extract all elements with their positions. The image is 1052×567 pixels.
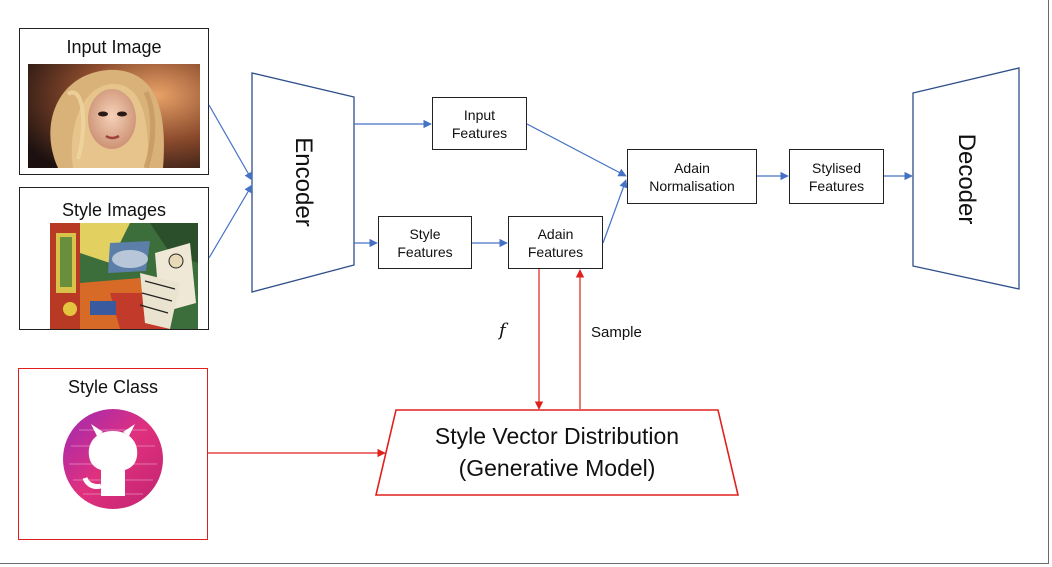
adain-features-label-line1: Adain [537,225,574,242]
input-portrait-image [28,64,200,168]
style-class-title: Style Class [67,377,159,397]
style-images-panel: Style Images [19,187,209,330]
generative-model-label: Style Vector Distribution (Generative Mo… [390,420,724,484]
generative-model-shape [374,409,740,496]
input-image-panel: Input Image [19,28,209,175]
sample-edge-label: Sample [591,324,642,341]
stylised-features-label-line2: Features [808,177,865,194]
decoder-shape [912,67,1020,290]
arrow-input-features-to-normalisation [526,123,627,177]
f-edge-label: f [499,320,506,341]
arrow-style-to-encoder [208,184,253,259]
stylised-features-box: Stylised Features [789,149,884,204]
style-features-label-line1: Style [409,225,441,242]
stylised-features-label-line1: Stylised [811,159,862,176]
github-octocat-word-cloud-image [57,406,169,512]
adain-normalisation-label-line1: Adain [674,159,710,176]
style-features-label-line2: Features [397,243,453,260]
adain-normalisation-label-line2: Normalisation [649,177,735,194]
style-images-title: Style Images [61,200,167,220]
adain-features-label-line2: Features [527,243,584,260]
encoder-shape [251,72,355,293]
input-features-label-line1: Input [463,106,496,123]
style-class-panel: Style Class [18,368,208,540]
input-image-title: Input Image [66,37,162,57]
input-features-box: Input Features [432,97,527,150]
adain-features-box: Adain Features [508,216,603,269]
style-features-box: Style Features [378,216,472,269]
arrow-input-to-encoder [208,104,253,181]
decoder-label: Decoder [953,133,980,225]
encoder-label: Encoder [290,137,317,227]
arrow-adain-features-to-normalisation [602,179,628,244]
adain-normalisation-box: Adain Normalisation [627,149,757,204]
input-features-label-line2: Features [451,124,508,141]
generative-model-label-line1: Style Vector Distribution [434,423,680,449]
generative-model-label-line2: (Generative Model) [458,455,656,481]
cubist-painting-image [50,223,198,329]
